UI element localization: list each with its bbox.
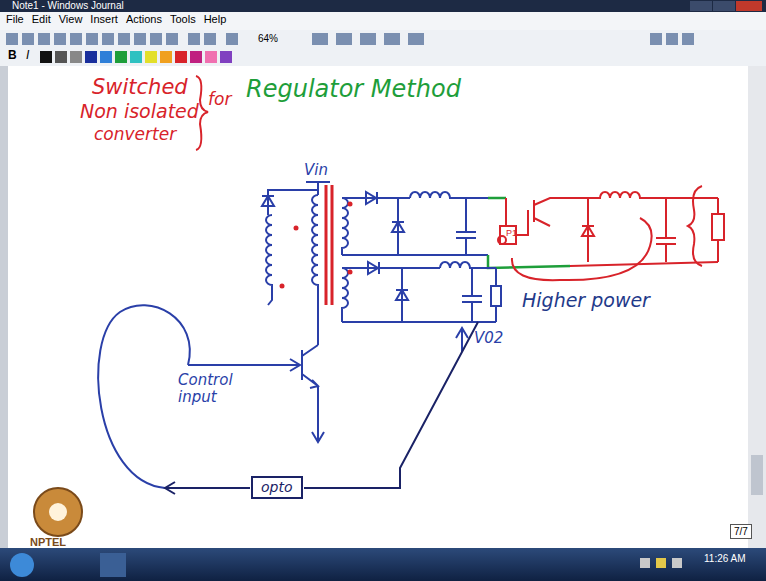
handwritten-label: V02 <box>474 330 503 347</box>
handwritten-label: Higher power <box>522 290 650 311</box>
menu-item: Actions <box>126 13 162 25</box>
toolbar-label: 64% <box>258 33 278 44</box>
page-indicator: 7/7 <box>730 524 752 539</box>
handwritten-label: P1 <box>506 229 517 239</box>
menu-item: Insert <box>90 13 118 25</box>
menu-item: Help <box>204 13 227 25</box>
handwritten-label: NPTEL <box>30 536 66 548</box>
menu-item: Tools <box>170 13 196 25</box>
window-title: Note1 - Windows Journal <box>12 0 124 11</box>
handwritten-label: Non isolated <box>80 101 199 122</box>
toolbar-label: I <box>26 49 29 62</box>
handwritten-label: Vin <box>304 162 328 179</box>
handwritten-label: Switched <box>92 76 188 99</box>
menu-item: File <box>6 13 24 25</box>
toolbar-label: B <box>8 49 17 62</box>
handwritten-label: 11:26 AM <box>704 553 746 564</box>
handwritten-label: Control input <box>178 372 250 405</box>
handwritten-label: Regulator Method <box>246 76 461 102</box>
opto-box: opto <box>251 476 303 499</box>
node-text: 7/7 <box>734 526 748 537</box>
menu-bar: File Edit View Insert Actions Tools Help <box>6 13 234 25</box>
menu-item: Edit <box>32 13 51 25</box>
menu-item: View <box>59 13 83 25</box>
handwritten-label: converter <box>94 125 176 144</box>
handwritten-label: for <box>208 90 231 109</box>
node-text: opto <box>261 480 293 495</box>
